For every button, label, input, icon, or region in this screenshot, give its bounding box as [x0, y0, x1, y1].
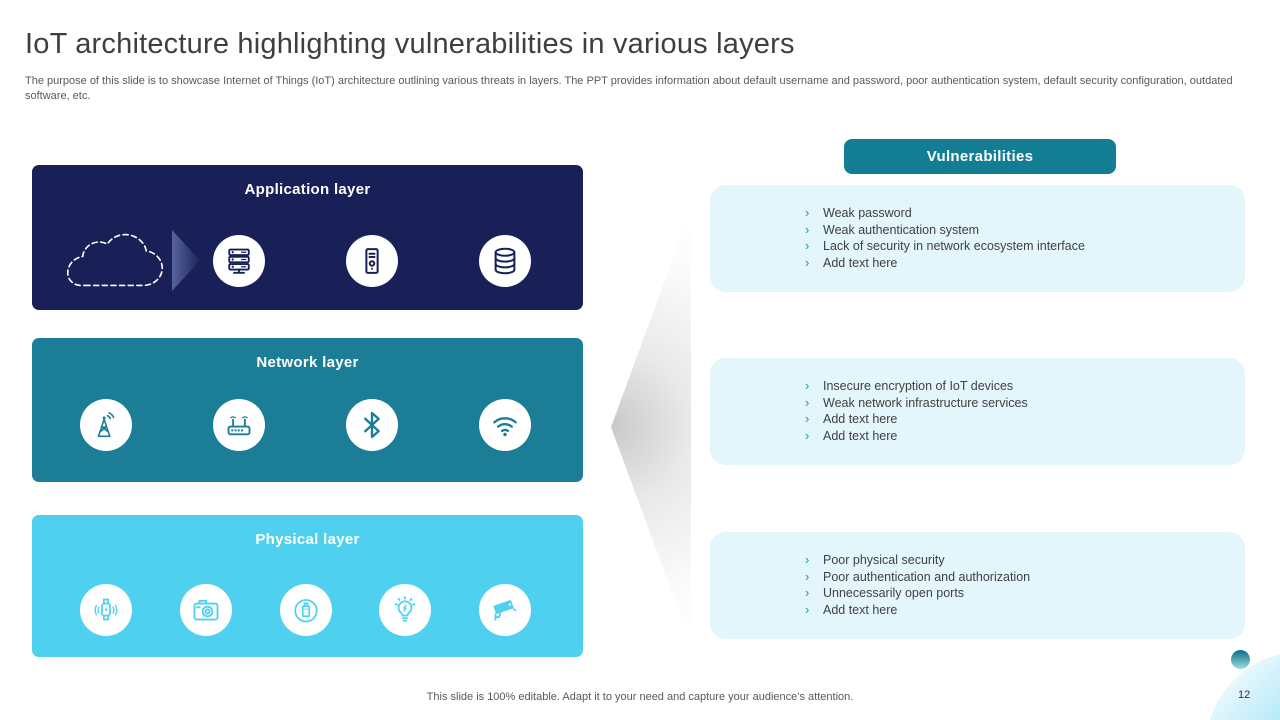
chevron-bullet-icon: ›: [805, 378, 810, 393]
footer-note: This slide is 100% editable. Adapt it to…: [426, 691, 854, 703]
list-item: › Unnecessarily open ports: [805, 585, 1227, 602]
usb-device-icon: [280, 584, 332, 636]
dashed-cloud-icon: [59, 229, 171, 292]
list-item: › Add text here: [805, 411, 1227, 428]
chevron-bullet-icon: ›: [805, 205, 810, 220]
physical-layer-box: Physical layer: [32, 515, 583, 657]
page-number: 12: [1238, 689, 1251, 701]
list-item: › Weak password: [805, 205, 1227, 222]
list-item-text: Unnecessarily open ports: [823, 586, 965, 601]
list-item-text: Poor authentication and authorization: [823, 569, 1031, 584]
wifi-icon: [479, 399, 531, 451]
physical-layer-title: Physical layer: [255, 531, 360, 548]
chevron-bullet-icon: ›: [805, 394, 810, 410]
smartwatch-icon: [80, 584, 132, 636]
vulnerabilities-header-button[interactable]: Vulnerabilities: [844, 139, 1116, 174]
chevron-bullet-icon: ›: [805, 254, 810, 270]
tower-pc-icon: [346, 235, 398, 287]
list-item-text: Weak password: [823, 206, 912, 220]
list-item-text: Poor physical security: [823, 553, 945, 567]
antenna-tower-icon: [80, 399, 132, 451]
application-layer-box: Application layer: [32, 165, 583, 310]
camera-icon: [180, 584, 232, 636]
bluetooth-icon: [346, 399, 398, 451]
database-icon: [479, 235, 531, 287]
list-item-text: Add text here: [823, 428, 898, 443]
list-item: › Lack of security in network ecosystem i…: [805, 238, 1227, 255]
chevron-bullet-icon: ›: [805, 585, 810, 601]
list-item-text: Weak network infrastructure services: [823, 395, 1028, 410]
corner-dot-decoration: [1231, 650, 1250, 669]
list-item-text: Weak authentication system: [823, 222, 980, 237]
list-item-text: Add text here: [823, 412, 898, 427]
light-bulb-icon: [379, 584, 431, 636]
list-item-text: Add text here: [823, 255, 898, 270]
list-item-text: Add text here: [823, 602, 898, 617]
application-layer-title: Application layer: [244, 181, 371, 198]
flow-triangle-shape: [611, 210, 691, 644]
cctv-camera-icon: [479, 584, 531, 636]
list-item: › Weak network infrastructure services: [805, 395, 1227, 412]
network-layer-title: Network layer: [256, 354, 359, 371]
list-item-text: Lack of security in network ecosystem in…: [823, 239, 1085, 254]
chevron-bullet-icon: ›: [805, 238, 810, 254]
network-layer-box: Network layer: [32, 338, 583, 482]
cloud-arrow-icon: [172, 230, 200, 291]
router-icon: [213, 399, 265, 451]
chevron-bullet-icon: ›: [805, 427, 810, 443]
application-vulnerabilities-box: › Weak password › Weak authentication syst…: [710, 185, 1245, 292]
list-item: › Poor authentication and authorization: [805, 569, 1227, 586]
list-item: › Add text here: [805, 255, 1227, 272]
list-item-text: Insecure encryption of IoT devices: [823, 379, 1014, 393]
page-title: IoT architecture highlighting vulnerabil…: [25, 28, 795, 60]
chevron-bullet-icon: ›: [805, 411, 810, 427]
chevron-bullet-icon: ›: [805, 568, 810, 584]
chevron-bullet-icon: ›: [805, 552, 810, 567]
physical-vulnerabilities-box: › Poor physical security › Poor authentica…: [710, 532, 1245, 639]
chevron-bullet-icon: ›: [805, 601, 810, 617]
chevron-bullet-icon: ›: [805, 221, 810, 237]
network-vulnerabilities-box: › Insecure encryption of IoT devices › Wea…: [710, 358, 1245, 465]
list-item: › Add text here: [805, 602, 1227, 619]
list-item: › Poor physical security: [805, 552, 1227, 569]
list-item: › Add text here: [805, 428, 1227, 445]
server-rack-icon: [213, 235, 265, 287]
list-item: › Weak authentication system: [805, 222, 1227, 239]
list-item: › Insecure encryption of IoT devices: [805, 378, 1227, 395]
slide-description: The purpose of this slide is to showcase…: [25, 75, 1233, 102]
